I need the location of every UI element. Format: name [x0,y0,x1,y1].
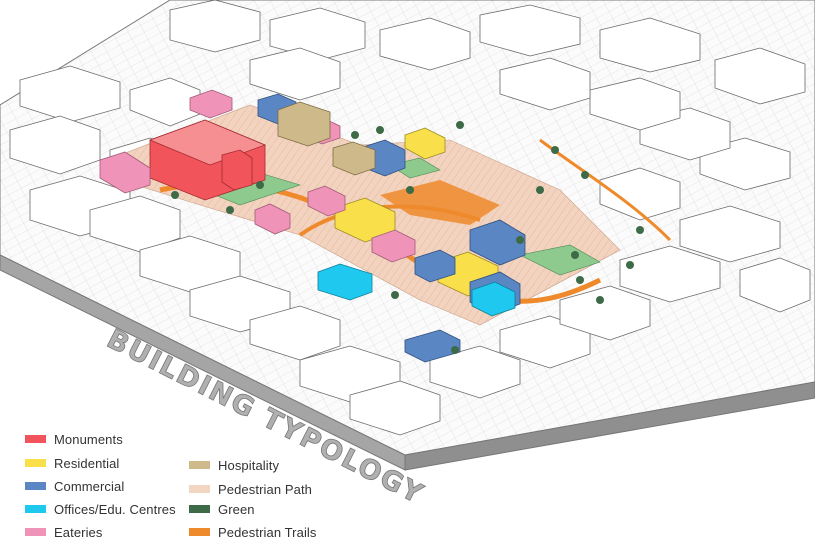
legend-item-pedestrian-path: Pedestrian Path [189,481,312,497]
swatch-icon [25,435,46,443]
legend-label: Residential [54,455,120,471]
legend-label: Monuments [54,431,123,447]
legend-item-green: Green [189,501,255,517]
background-buildings [9,0,811,436]
legend-label: Green [218,501,255,517]
swatch-icon [25,528,46,536]
swatch-icon [25,505,46,513]
legend-label: Pedestrian Trails [218,524,317,540]
legend-item-commercial: Commercial [25,478,124,494]
legend-label: Offices/Edu. Centres [54,501,176,517]
monument-blocks [148,119,267,201]
legend-item-residential: Residential [25,455,119,471]
eatery-blocks [99,89,416,263]
legend-label: Hospitality [218,457,280,473]
legend-item-monuments: Monuments [25,431,123,447]
swatch-icon [189,505,210,513]
legend-label: Eateries [54,524,103,540]
trees [171,121,644,354]
swatch-icon [25,459,46,467]
legend-item-offices: Offices/Edu. Centres [25,501,176,517]
swatch-icon [189,528,210,536]
legend-item-hospitality: Hospitality [189,457,279,473]
swatch-icon [189,485,210,493]
swatch-icon [189,461,210,469]
legend-label: Pedestrian Path [218,481,313,497]
legend-item-eateries: Eateries [25,524,103,540]
legend-item-pedestrian-trails: Pedestrian Trails [189,524,317,540]
office-blocks [317,263,516,317]
hospitality-blocks [277,101,376,176]
swatch-icon [25,482,46,490]
legend-label: Commercial [54,478,125,494]
